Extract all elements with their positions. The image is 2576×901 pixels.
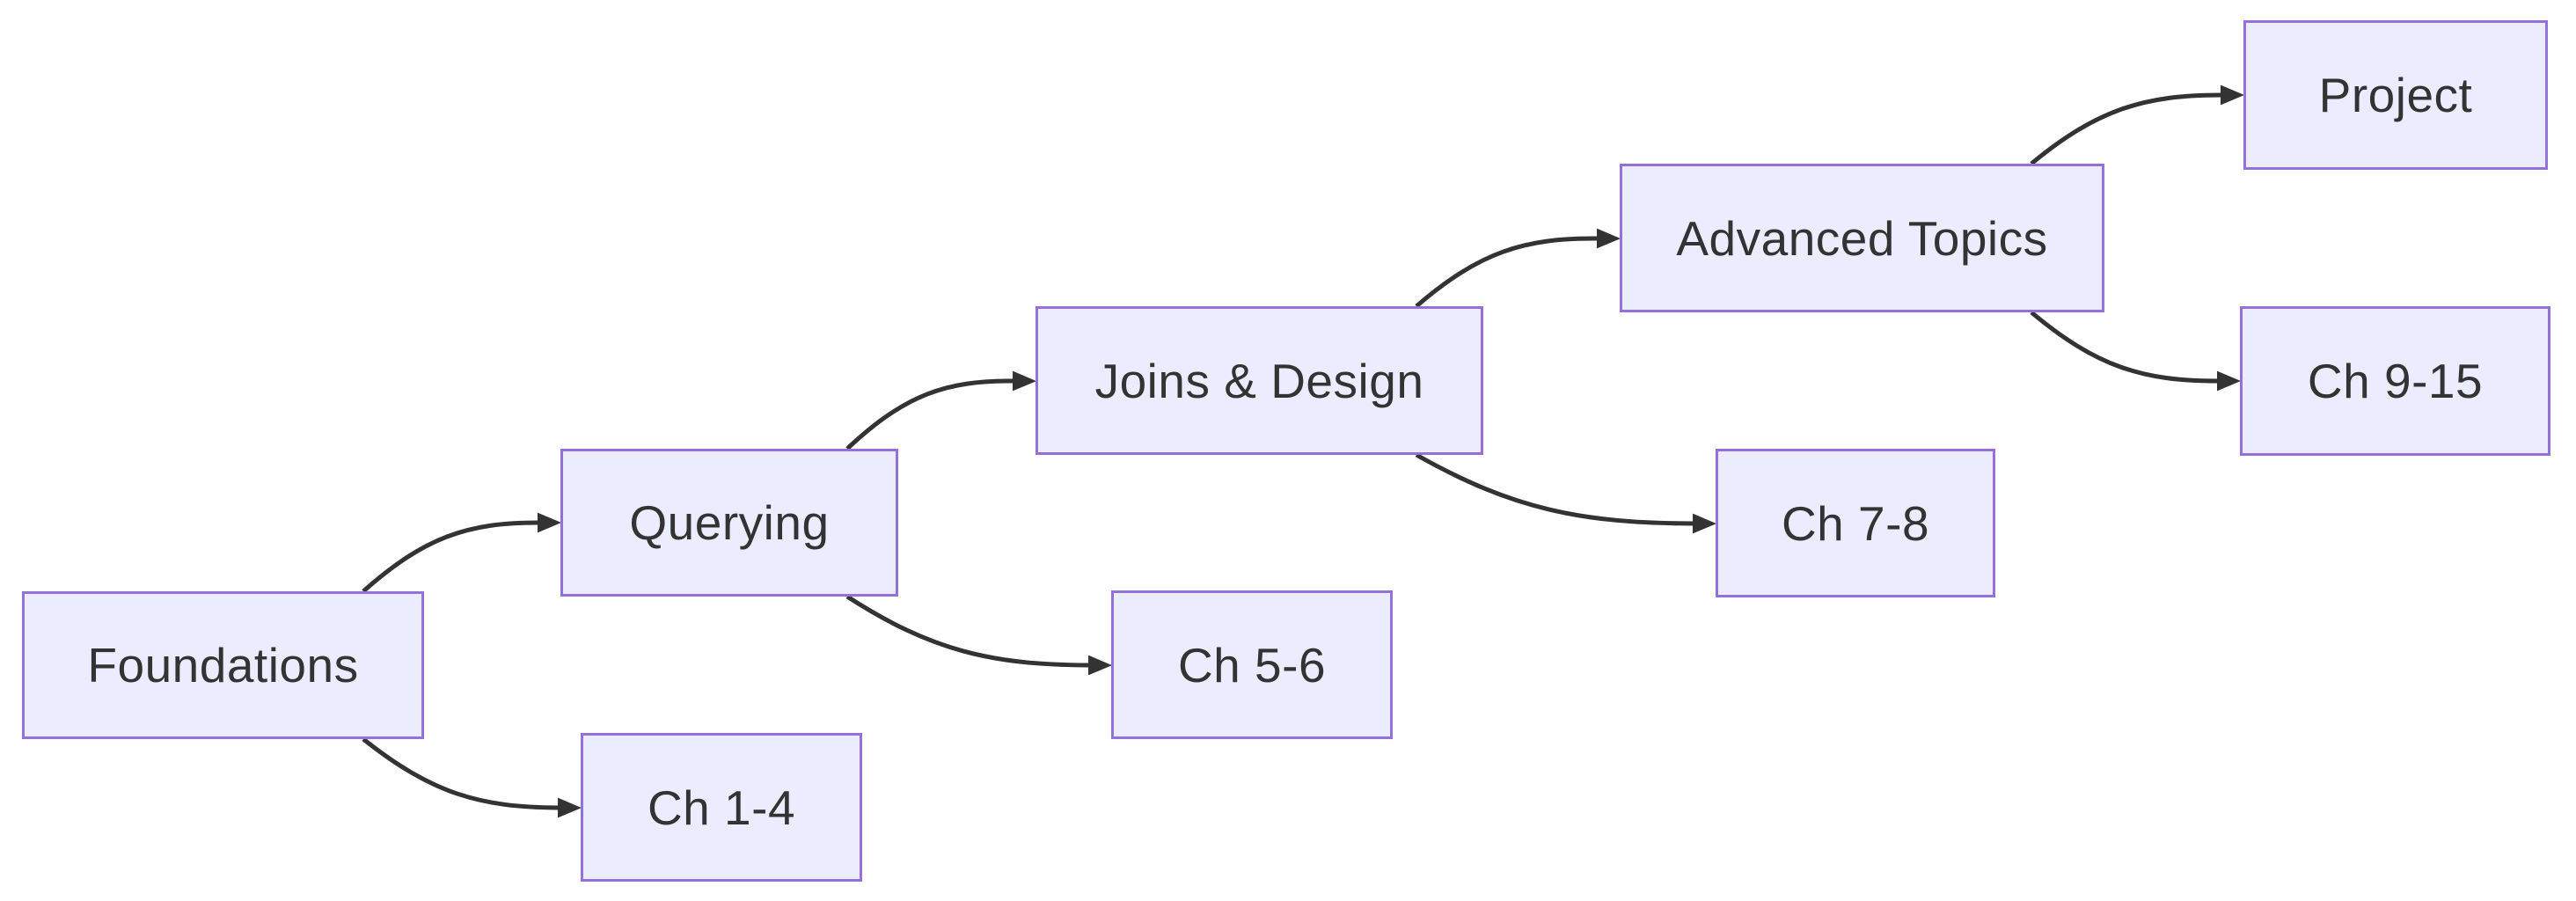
edge-advanced-topics-ch9-15: [2030, 311, 2241, 392]
node-foundations: Foundations: [22, 591, 424, 739]
node-ch1-4: Ch 1-4: [581, 733, 862, 882]
node-label: Ch 1-4: [647, 780, 796, 835]
node-label: Joins & Design: [1094, 353, 1424, 408]
node-ch5-6: Ch 5-6: [1111, 590, 1393, 739]
node-label: Advanced Topics: [1676, 210, 2048, 266]
node-ch7-8: Ch 7-8: [1716, 449, 1995, 597]
edge-joins-design-ch7-8: [1415, 452, 1716, 534]
edge-foundations-ch1-4: [362, 737, 582, 818]
edge-joins-design-advanced-topics: [1415, 228, 1621, 308]
node-ch9-15: Ch 9-15: [2240, 306, 2550, 456]
edge-querying-ch5-6: [845, 594, 1112, 676]
node-joins-design: Joins & Design: [1036, 306, 1483, 455]
node-project: Project: [2243, 20, 2548, 170]
node-label: Ch 5-6: [1177, 637, 1327, 692]
edge-advanced-topics-project: [2030, 84, 2244, 165]
node-querying: Querying: [560, 449, 898, 597]
node-label: Project: [2318, 68, 2473, 122]
edge-foundations-querying: [362, 512, 561, 593]
node-label: Ch 7-8: [1781, 495, 1930, 551]
edge-querying-joins-design: [845, 370, 1036, 450]
node-advanced-topics: Advanced Topics: [1620, 164, 2104, 312]
node-label: Querying: [629, 495, 830, 550]
node-label: Foundations: [87, 638, 359, 692]
node-label: Ch 9-15: [2307, 354, 2484, 408]
